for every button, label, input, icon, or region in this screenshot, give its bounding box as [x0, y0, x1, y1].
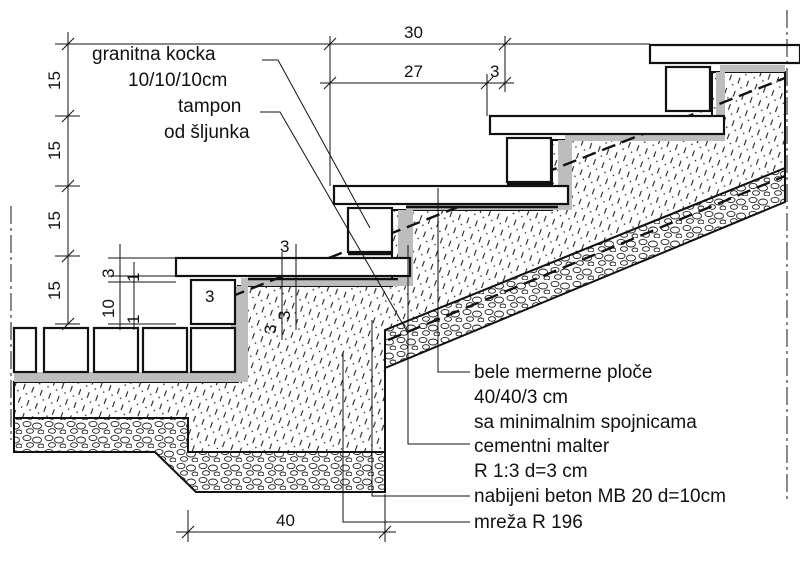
bottom-dim-ticks	[181, 494, 392, 542]
tread-total-dim: 30	[404, 23, 423, 42]
tread-dim-ticks	[323, 36, 512, 186]
marble-slab-3	[488, 114, 726, 136]
riser-dim-4: 15	[45, 281, 64, 300]
granite-block-step-3	[664, 65, 712, 113]
label-marble-3: sa minimalnim spojnicama	[474, 412, 697, 433]
leader-lines	[260, 59, 470, 523]
label-mortar-1: cementni malter	[474, 436, 610, 457]
small-dim-ticks	[108, 257, 176, 325]
granite-block-3	[92, 326, 140, 374]
small-dim-1a: 1	[124, 273, 143, 282]
mortar-dim-3a: 3	[261, 325, 280, 334]
riser-dim-1: 15	[45, 71, 64, 90]
label-mortar-2: R 1:3 d=3 cm	[474, 461, 588, 482]
label-marble-2: 40/40/3 cm	[474, 387, 568, 408]
label-granite-2: 10/10/10cm	[128, 70, 227, 91]
tread-net-dim: 27	[404, 62, 423, 81]
granite-block-2	[42, 326, 90, 374]
label-marble-1: bele mermerne ploče	[474, 362, 652, 383]
label-mesh: mreža R 196	[474, 512, 583, 533]
granite-block-6	[189, 278, 237, 326]
label-gravel-1: tampon	[178, 96, 241, 117]
granite-block-step-1	[346, 206, 394, 254]
small-dim-1b: 1	[124, 315, 143, 324]
bottom-dim-40: 40	[276, 511, 295, 530]
slab-thk-dim-3: 3	[280, 237, 289, 256]
granite-block-1	[12, 326, 38, 374]
marble-slab-1	[174, 256, 412, 278]
mortar-dim-3b: 3	[275, 311, 294, 320]
tread-gap-dim: 3	[490, 62, 499, 81]
small-dim-10: 10	[99, 299, 118, 318]
riser-dim-2: 15	[45, 141, 64, 160]
small-dim-3: 3	[99, 269, 118, 278]
marble-slab-4	[648, 43, 800, 65]
marble-slab-2	[332, 184, 570, 206]
mortar-bed	[14, 65, 785, 382]
mesh-line-lower	[387, 174, 786, 342]
block-dim-3: 3	[205, 287, 214, 306]
label-granite-1: granitna kocka	[92, 44, 216, 65]
granite-block-5	[189, 326, 237, 374]
riser-dim-3: 15	[45, 211, 64, 230]
label-concrete: nabijeni beton MB 20 d=10cm	[474, 486, 726, 507]
granite-block-4	[141, 326, 189, 374]
granite-block-step-2	[505, 136, 553, 184]
label-gravel-2: od šljunka	[164, 122, 250, 143]
